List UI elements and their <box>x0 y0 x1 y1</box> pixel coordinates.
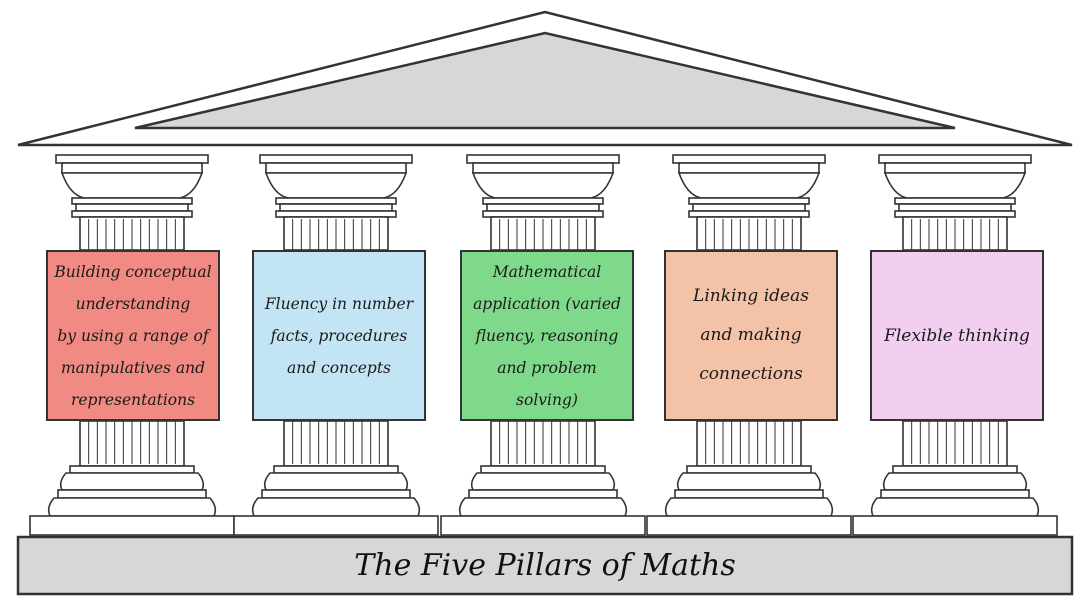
column-base-step <box>57 489 207 499</box>
column-base-step <box>468 489 618 499</box>
column-ring <box>688 197 810 205</box>
base-slab <box>16 535 1074 596</box>
column-ring-2 <box>486 203 600 212</box>
column-echinus <box>264 172 408 199</box>
column-abacus <box>672 154 826 164</box>
column-torus-lower <box>251 497 421 517</box>
column-ring <box>894 197 1016 205</box>
column-abacus-lower <box>61 162 203 174</box>
column-base-ring <box>480 465 606 474</box>
column-base-step <box>261 489 411 499</box>
column-plinth <box>29 515 235 536</box>
column-ring-2 <box>279 203 393 212</box>
column-torus-lower <box>870 497 1040 517</box>
pillar-label-line: and concepts <box>286 358 392 377</box>
column-echinus <box>471 172 615 199</box>
column-echinus <box>677 172 821 199</box>
column-abacus <box>55 154 209 164</box>
pillar-label-line: Building conceptual <box>54 262 212 281</box>
column <box>852 154 1058 536</box>
column <box>233 154 439 536</box>
column-torus <box>59 472 205 491</box>
column-abacus <box>466 154 620 164</box>
column-ring-3 <box>894 210 1016 218</box>
pillar-label-line: facts, procedures <box>270 326 408 345</box>
pillar-label-text: Building conceptual understanding by using… <box>54 256 211 416</box>
pillar-label-line: Linking ideas <box>693 286 809 306</box>
pillar-label-text: Mathematical application (varied fluency, … <box>473 256 621 416</box>
column-ring-2 <box>692 203 806 212</box>
pillar-label-line: and making <box>700 325 802 345</box>
column-base-ring <box>273 465 399 474</box>
column-ring <box>71 197 193 205</box>
roof-inner <box>134 31 956 130</box>
column-abacus-lower <box>884 162 1026 174</box>
column-ring <box>482 197 604 205</box>
column-ring-2 <box>75 203 189 212</box>
pillar-label-4: Linking ideas and making connections <box>664 250 838 421</box>
column-echinus <box>883 172 1027 199</box>
pillar-label-line: solving) <box>516 390 578 409</box>
column-plinth <box>646 515 852 536</box>
column-torus-lower <box>664 497 834 517</box>
pillar-label-text: Fluency in number facts, procedures and co… <box>265 288 413 384</box>
roof <box>17 10 1073 147</box>
column <box>440 154 646 536</box>
pillar-label-line: application (varied <box>473 294 621 313</box>
diagram-title: The Five Pillars of Maths <box>354 548 736 583</box>
column-plinth <box>233 515 439 536</box>
pillar-label-5: Flexible thinking <box>870 250 1044 421</box>
column-plinth <box>852 515 1058 536</box>
column <box>29 154 235 536</box>
pillar-label-1: Building conceptual understanding by using… <box>46 250 220 421</box>
pillar-label-line: representations <box>70 390 196 409</box>
column-abacus <box>878 154 1032 164</box>
column-ring-3 <box>71 210 193 218</box>
pillar-label-line: by using a range of <box>57 326 209 345</box>
column-base-ring <box>892 465 1018 474</box>
column-ring-3 <box>275 210 397 218</box>
column-base-step <box>880 489 1030 499</box>
column-abacus-lower <box>472 162 614 174</box>
column-base-step <box>674 489 824 499</box>
column <box>646 154 852 536</box>
column-torus-lower <box>47 497 217 517</box>
column-abacus-lower <box>265 162 407 174</box>
column-torus <box>676 472 822 491</box>
pillar-label-line: understanding <box>75 294 191 313</box>
column-base-ring <box>69 465 195 474</box>
column-plinth <box>440 515 646 536</box>
pillar-label-text: Linking ideas and making connections <box>693 277 809 394</box>
column-ring <box>275 197 397 205</box>
pillar-label-line: and problem <box>497 358 597 377</box>
pillar-label-line: Flexible thinking <box>884 325 1030 346</box>
columns <box>29 154 1058 536</box>
column-ring-3 <box>482 210 604 218</box>
column-ring-2 <box>898 203 1012 212</box>
column-torus <box>470 472 616 491</box>
pillar-label-text: Flexible thinking <box>884 320 1030 352</box>
column-abacus <box>259 154 413 164</box>
pillar-label-line: connections <box>699 364 803 384</box>
pillar-label-line: fluency, reasoning <box>475 326 619 345</box>
column-base-ring <box>686 465 812 474</box>
pillar-label-line: manipulatives and <box>60 358 206 377</box>
pillar-label-2: Fluency in number facts, procedures and co… <box>252 250 426 421</box>
pillar-label-3: Mathematical application (varied fluency, … <box>460 250 634 421</box>
column-torus <box>263 472 409 491</box>
pillar-label-line: Mathematical <box>492 262 602 281</box>
column-abacus-lower <box>678 162 820 174</box>
pillar-label-line: Fluency in number <box>264 294 414 313</box>
column-torus <box>882 472 1028 491</box>
column-torus-lower <box>458 497 628 517</box>
column-ring-3 <box>688 210 810 218</box>
column-echinus <box>60 172 204 199</box>
